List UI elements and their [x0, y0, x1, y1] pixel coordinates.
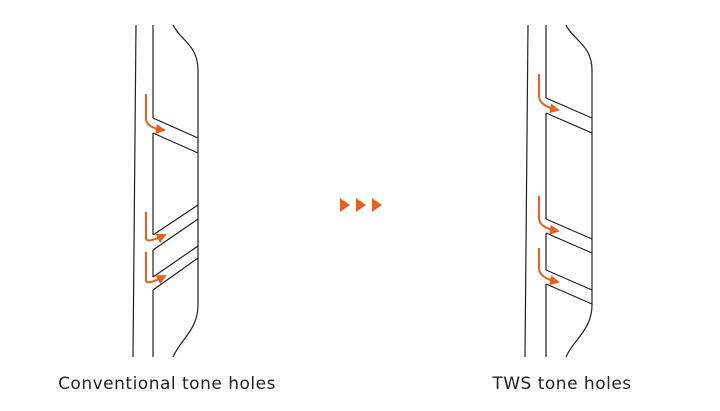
tone-hole — [152, 117, 199, 154]
triple-arrow-right-icon — [340, 198, 382, 212]
tone-hole — [152, 245, 199, 291]
tws-tube — [524, 24, 593, 358]
tone-hole — [152, 204, 199, 251]
tone-hole — [545, 218, 593, 254]
airflow-arrow-icon — [538, 248, 560, 286]
airflow-arrow-icon — [145, 252, 167, 285]
tone-hole — [545, 269, 593, 305]
body-profile-line — [172, 24, 199, 358]
conventional-label: Conventional tone holes — [58, 374, 276, 394]
airflow-arrow-icon — [145, 212, 167, 243]
airflow-arrows-conventional — [145, 94, 167, 285]
tws-label: TWS tone holes — [492, 374, 632, 394]
outer-wall-line — [524, 24, 529, 358]
body-profile-line — [565, 24, 593, 358]
outer-wall-line — [132, 24, 137, 358]
tone-hole — [545, 97, 593, 134]
airflow-arrow-icon — [538, 196, 560, 235]
airflow-arrow-icon — [538, 74, 560, 114]
airflow-arrows-tws — [538, 74, 560, 286]
conventional-tube — [132, 24, 199, 358]
airflow-arrow-icon — [145, 94, 166, 135]
